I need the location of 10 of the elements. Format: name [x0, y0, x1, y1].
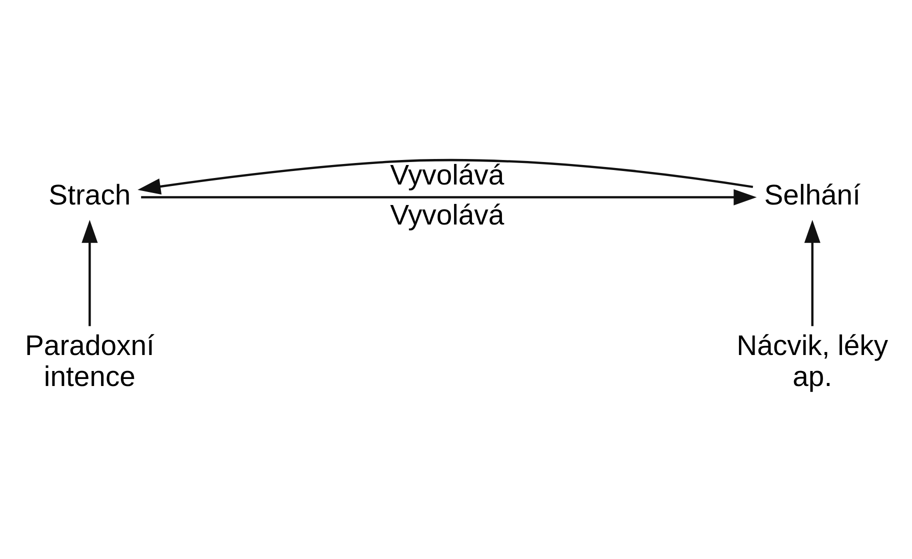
arrow: [138, 158, 754, 194]
node-text: Selhání: [764, 178, 860, 211]
arrow: [804, 219, 820, 326]
arrow: [141, 188, 757, 205]
node-text: Paradoxní intence: [25, 329, 154, 393]
node-text: Strach: [48, 178, 131, 211]
node-text: Nácvik, léky ap.: [736, 329, 888, 393]
arrow: [82, 219, 98, 326]
edge-label: Vyvolává: [390, 198, 504, 231]
edge-label: Vyvolává: [390, 159, 504, 192]
